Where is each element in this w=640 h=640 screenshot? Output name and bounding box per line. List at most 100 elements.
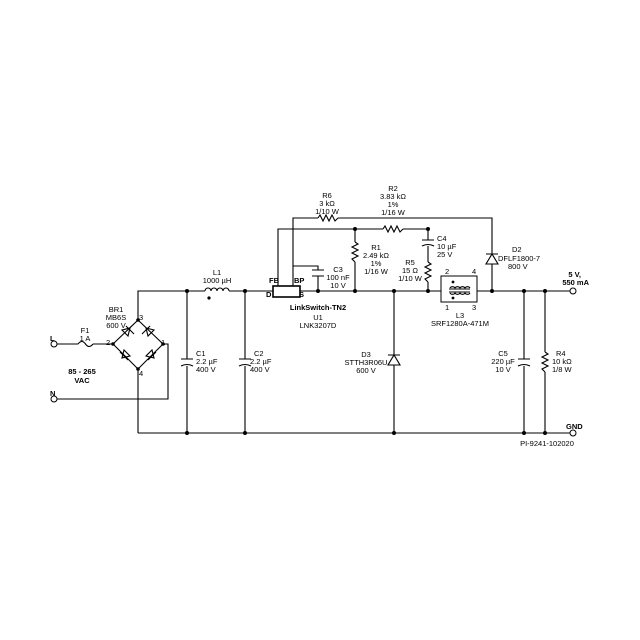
label-c2-rating: 400 V (250, 365, 270, 374)
label-input-vac: VAC (74, 376, 90, 385)
junction-dot (161, 342, 165, 346)
label-l1-ref: L1 (213, 268, 221, 277)
label-r2-tolerance: 1% (388, 200, 399, 209)
terminal-neutral[interactable] (50, 395, 58, 403)
bridge-diode (141, 325, 156, 338)
bridge-diode (120, 325, 135, 338)
label-r6-ref: R6 (322, 191, 332, 200)
label-r5-value: 15 Ω (402, 266, 418, 275)
junction-dot (136, 367, 140, 371)
label-u1-family: LinkSwitch-TN2 (290, 303, 346, 312)
label-br1-rating: 600 V (106, 321, 126, 330)
label-d3-rating: 600 V (356, 366, 376, 375)
junction-dot (392, 289, 396, 293)
label-r1-value: 2.49 kΩ (363, 251, 389, 260)
label-r6-power: 1/10 W (315, 207, 340, 216)
label-u1-pin-s: S (299, 290, 304, 299)
ic-u1-body (272, 285, 301, 298)
junction-dot (392, 431, 396, 435)
label-r5-ref: R5 (405, 258, 415, 267)
inductor-l3-core (449, 288, 470, 293)
junction-dot (243, 289, 247, 293)
junction-dot (185, 289, 189, 293)
label-c1-ref: C1 (196, 349, 206, 358)
label-c2-ref: C2 (254, 349, 264, 358)
label-u1-ref: U1 (313, 313, 323, 322)
label-u1-pin-fb: FB (269, 276, 280, 285)
junction-dot (111, 342, 115, 346)
label-l3-pin3: 3 (472, 303, 476, 312)
junction-dot (426, 289, 430, 293)
label-br1-part: MB6S (106, 313, 126, 322)
label-r2-power: 1/16 W (381, 208, 406, 217)
capacitor-c2-symbol (238, 358, 252, 367)
inductor-l3-winding-top (449, 286, 471, 289)
label-c4-ref: C4 (437, 234, 447, 243)
capacitor-c1-symbol (180, 358, 194, 367)
junction-dot (522, 289, 526, 293)
junction-dot (353, 227, 357, 231)
junction-dot (426, 227, 430, 231)
inductor-dot (451, 296, 455, 300)
label-l3-pin2: 2 (445, 267, 449, 276)
inductor-l3-winding-bottom (449, 292, 471, 295)
label-c3-ref: C3 (333, 265, 343, 274)
label-r5-power: 1/10 W (398, 274, 423, 283)
label-br1-pin3: 3 (139, 313, 143, 322)
resistor-r6-symbol (317, 213, 339, 223)
resistor-r1-symbol (350, 241, 360, 263)
capacitor-c3-symbol (312, 269, 324, 277)
terminal-output-positive[interactable] (569, 287, 577, 295)
wire-bridge-plus (137, 290, 205, 320)
label-r6-value: 3 kΩ (319, 199, 335, 208)
label-u1-pin-d: D (266, 290, 272, 299)
terminal-line[interactable] (50, 340, 58, 348)
junction-dot (136, 318, 140, 322)
label-l3-pin1: 1 (445, 303, 449, 312)
label-c2-value: 2.2 µF (250, 357, 272, 366)
label-output-voltage: 5 V, (568, 270, 581, 279)
label-line: L (50, 334, 55, 343)
label-output-ground: GND (566, 422, 583, 431)
label-c5-ref: C5 (498, 349, 508, 358)
label-br1-pin1: 1 (161, 338, 165, 347)
fuse-symbol (77, 340, 94, 348)
label-r2-ref: R2 (388, 184, 398, 193)
label-c3-rating: 10 V (330, 281, 345, 290)
label-r2-value: 3.83 kΩ (380, 192, 406, 201)
terminal-ground[interactable] (569, 429, 577, 437)
label-l3-part: SRF1280A-471M (431, 319, 489, 328)
drawing-id: PI-9241-102020 (520, 439, 574, 448)
capacitor-c5-symbol (517, 358, 531, 367)
label-r4-value: 10 kΩ (552, 357, 572, 366)
diode-d3-symbol (387, 353, 401, 366)
junction-dot (353, 289, 357, 293)
label-r4-ref: R4 (556, 349, 566, 358)
wire-neutral-input (57, 343, 169, 400)
label-c4-value: 10 µF (437, 242, 457, 251)
inductor-dot (207, 296, 211, 300)
resistor-r5-symbol (423, 261, 433, 283)
label-input-voltage: 85 - 265 (68, 367, 96, 376)
label-r1-tolerance: 1% (371, 259, 382, 268)
junction-dot (543, 289, 547, 293)
bridge-diode (119, 348, 132, 361)
label-d2-part: DFLF1800-7 (498, 254, 540, 263)
wire-fb (277, 228, 355, 286)
inductor-coil (204, 287, 230, 292)
label-d3-ref: D3 (361, 350, 371, 359)
junction-dot (316, 289, 320, 293)
label-f1-value: 1 A (80, 334, 91, 343)
wires (57, 217, 570, 434)
resistor-r4-symbol (540, 351, 550, 373)
label-d2-rating: 800 V (508, 262, 528, 271)
inductor-l1 (204, 287, 230, 300)
label-u1-pin-bp: BP (294, 276, 304, 285)
label-output-current: 550 mA (562, 278, 589, 287)
diode-d2-symbol (485, 252, 499, 265)
label-l3-pin4: 4 (472, 267, 476, 276)
label-neutral: N (50, 389, 55, 398)
label-c3-value: 100 nF (326, 273, 350, 282)
